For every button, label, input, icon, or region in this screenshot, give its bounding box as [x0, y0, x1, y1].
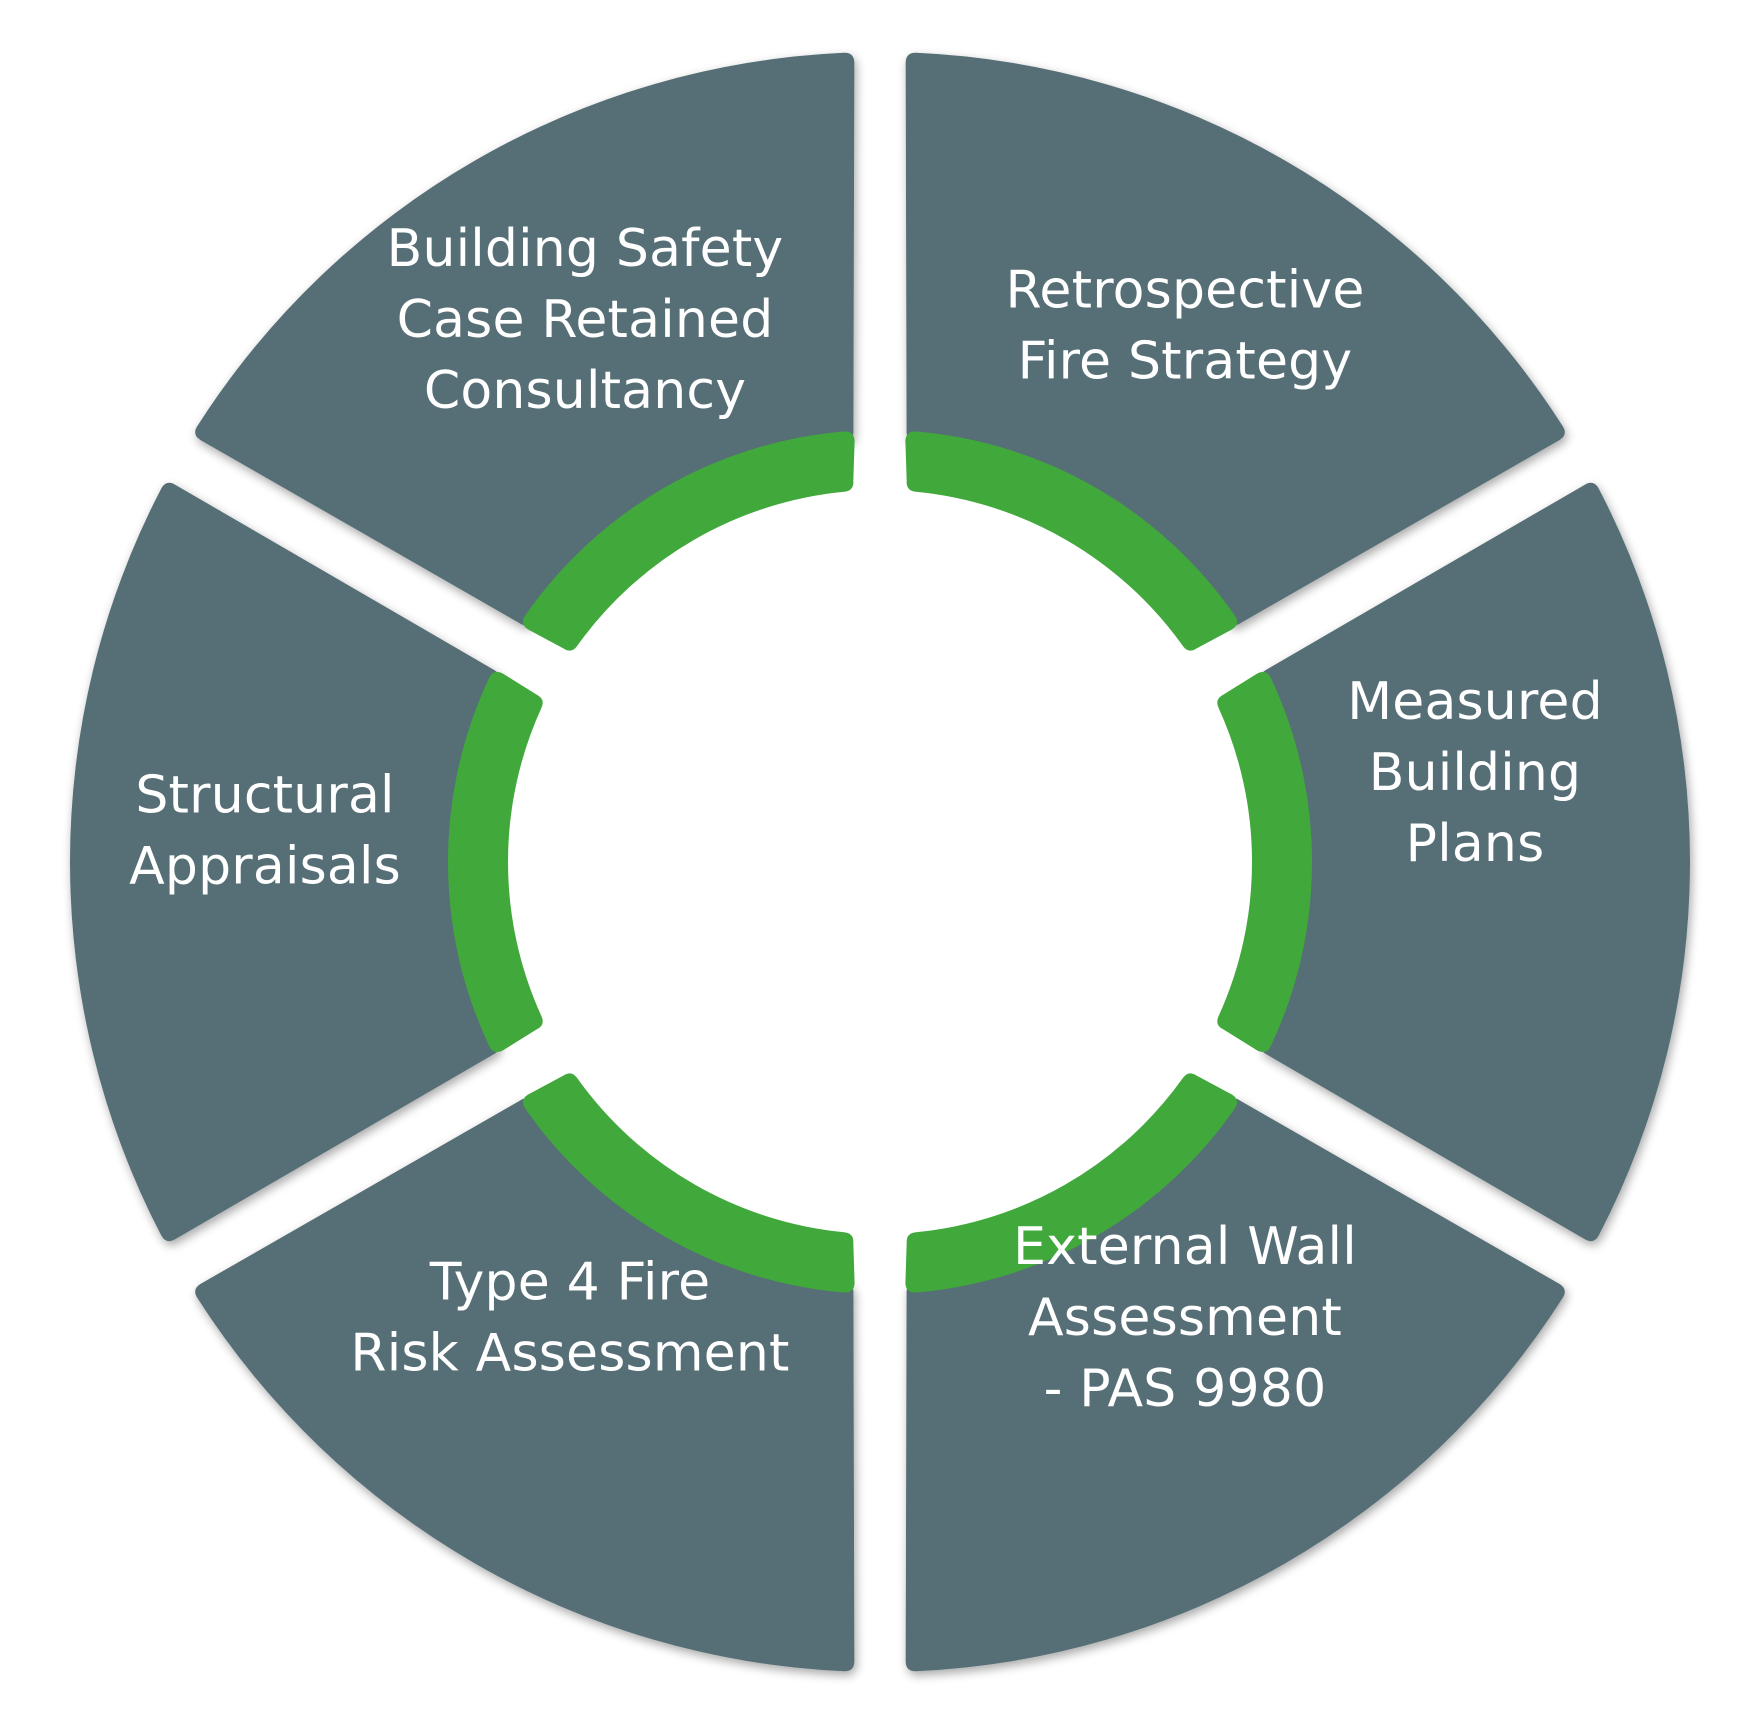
- ring-arc-retrospective-fire-strategy: [905, 431, 1238, 651]
- segment-label-line: Measured: [1347, 672, 1603, 732]
- segment-label-line: Consultancy: [424, 361, 746, 421]
- inner-ring-layer: [448, 431, 1312, 1293]
- segment-label-line: External Wall: [1013, 1217, 1357, 1277]
- segment-measured-building-plans[interactable]: [1260, 482, 1690, 1242]
- segment-label-line: Assessment: [1028, 1288, 1342, 1348]
- ring-arc-type-4-fire-risk-assessment: [522, 1073, 855, 1293]
- segment-label-line: Building Safety: [387, 219, 784, 279]
- segment-label-line: Case Retained: [397, 290, 774, 350]
- segment-type-4-fire-risk-assessment[interactable]: [195, 1098, 855, 1672]
- segment-label-line: Type 4 Fire: [429, 1253, 711, 1313]
- segment-label-line: Risk Assessment: [350, 1324, 789, 1384]
- ring-arc-building-safety-case: [522, 431, 855, 651]
- segment-label-line: Structural: [135, 766, 394, 826]
- segment-label-line: Appraisals: [129, 837, 401, 897]
- segment-label-line: Retrospective: [1005, 261, 1364, 321]
- segment-label-line: Fire Strategy: [1018, 332, 1353, 392]
- segment-label-line: Plans: [1406, 814, 1545, 874]
- segment-label-line: Building: [1369, 743, 1582, 803]
- ring-arc-measured-building-plans: [1217, 671, 1312, 1053]
- segment-structural-appraisals[interactable]: [70, 482, 500, 1242]
- ring-arc-structural-appraisals: [448, 671, 543, 1053]
- ring-arc-external-wall-assessment: [905, 1073, 1238, 1293]
- segment-label-line: - PAS 9980: [1044, 1359, 1327, 1419]
